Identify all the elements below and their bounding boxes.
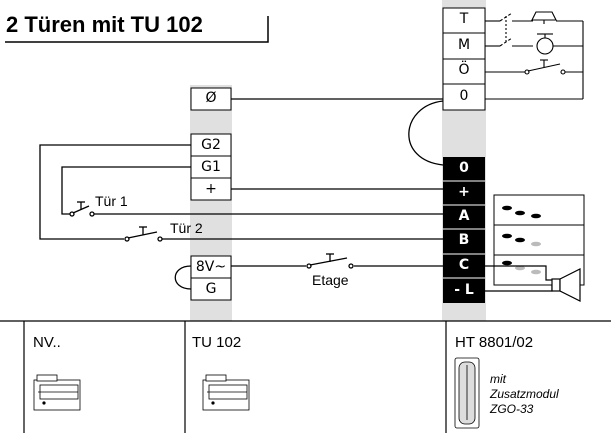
ht-terminal-B: B	[458, 232, 470, 248]
door1-label: Tür 1	[95, 193, 128, 209]
door1-switch	[69, 201, 95, 217]
ht-terminal-A: A	[458, 208, 470, 224]
ht-terminal-0-upper: 0	[459, 88, 469, 104]
ht-terminal-0: 0	[459, 160, 469, 176]
tu-terminal-G2: G2	[201, 137, 221, 153]
tu-terminal-plus: +	[205, 181, 217, 197]
speaker	[485, 265, 581, 302]
title-underline	[5, 16, 269, 43]
floor-label: Etage	[312, 272, 349, 288]
ht-terminal-T: T	[459, 11, 469, 27]
terminal-group1-box	[190, 133, 232, 201]
nv-device-icon	[33, 374, 81, 411]
tu-terminal-phi: Ø	[205, 90, 217, 106]
module-note-3: ZGO-33	[490, 402, 534, 416]
ht-handset-icon	[454, 357, 480, 429]
handset-switch-network	[485, 11, 584, 100]
ht-terminal-plus: +	[458, 184, 470, 200]
footer-nv: NV..	[33, 334, 61, 351]
footer-ht: HT 8801/02	[455, 334, 534, 351]
door2-switch	[124, 226, 163, 242]
module-note-1: mit	[490, 372, 506, 386]
door2-label: Tür 2	[170, 220, 203, 236]
ht-terminal-OE: Ö	[458, 62, 470, 78]
ht-terminal-C: C	[458, 257, 470, 273]
tu-terminal-G1: G1	[201, 159, 221, 175]
tu-device-icon	[202, 374, 250, 411]
button-panel	[493, 194, 585, 286]
tu-terminal-8V: 8V~	[195, 259, 227, 275]
ht-terminal-M: M	[457, 37, 471, 53]
page-title: 2 Türen mit TU 102	[6, 12, 203, 37]
floor-switch	[306, 253, 354, 269]
module-note-2: Zusatzmodul	[490, 387, 559, 401]
ht-terminal-L: - L	[454, 282, 474, 298]
tu-terminal-G: G	[205, 281, 217, 297]
footer-tu: TU 102	[192, 334, 242, 351]
